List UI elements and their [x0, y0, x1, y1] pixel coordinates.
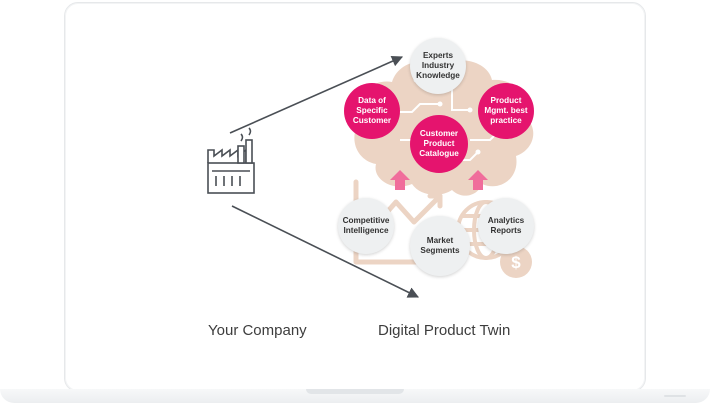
bubble-competitive-intelligence: Competitive Intelligence	[338, 198, 394, 254]
bubble-label: Competitive Intelligence	[342, 216, 390, 235]
arrow-to-knowledge	[229, 55, 404, 134]
laptop-foot	[664, 395, 686, 397]
laptop-notch	[306, 389, 404, 394]
bubble-label: Experts Industry Knowledge	[416, 51, 460, 80]
bubble-product-mgmt-best-practice: Product Mgmt. best practice	[478, 83, 534, 139]
bubble-market-segments: Market Segments	[410, 216, 470, 276]
bubble-analytics-reports: Analytics Reports	[478, 198, 534, 254]
arrow-to-data	[231, 205, 420, 298]
dollar-coin-icon: $	[500, 246, 532, 278]
svg-text:$: $	[511, 253, 521, 272]
caption-digital-product-twin: Digital Product Twin	[378, 322, 511, 339]
bubble-label: Data of Specific Customer	[352, 96, 392, 125]
caption-your-company: Your Company	[208, 322, 307, 339]
bubble-data-of-specific-customer: Data of Specific Customer	[344, 83, 400, 139]
bubble-experts-industry-knowledge: Experts Industry Knowledge	[410, 38, 466, 94]
bubble-label: Market Segments	[420, 236, 460, 255]
laptop-base	[0, 389, 710, 403]
factory-icon	[207, 127, 255, 194]
bubble-customer-product-catalogue: Customer Product Catalogue	[410, 115, 468, 173]
bubble-label: Analytics Reports	[487, 216, 525, 235]
up-arrow-icon	[390, 170, 488, 190]
bubble-label: Product Mgmt. best practice	[484, 96, 528, 125]
bubble-label: Customer Product Catalogue	[419, 129, 459, 158]
